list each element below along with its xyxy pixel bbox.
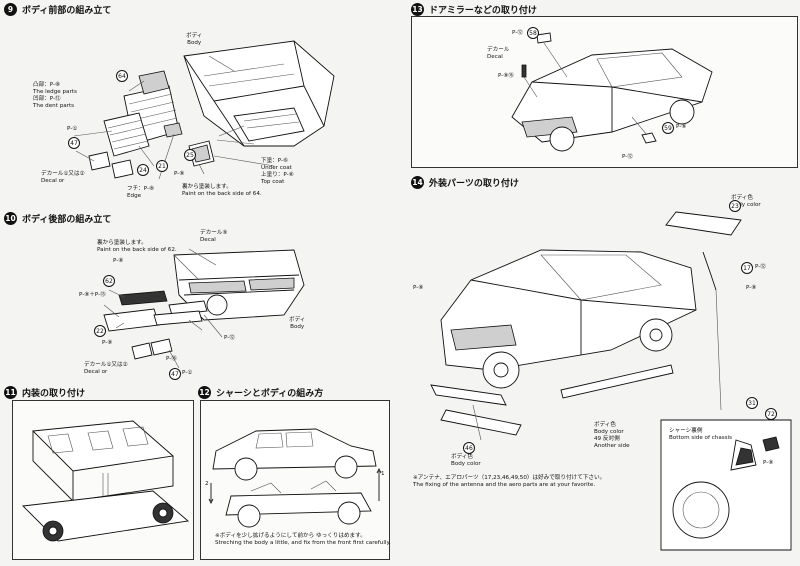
part-25: 25 — [184, 149, 196, 161]
step-9-header: 9 ボディ前部の組み立て — [4, 3, 111, 16]
p8b-label: P-⑧ — [413, 285, 424, 291]
step-12-panel: 2 1 ※ボディを少し拡げるようにして前から ゆっくりはめます。Strechin… — [200, 400, 391, 560]
step-13-header: 13 ドアミラーなどの取り付け — [411, 3, 537, 16]
step-title: ボディ後部の組み立て — [22, 215, 112, 225]
back-paint-label: 裏から塗装します。Paint on the back side of 62. — [97, 240, 177, 253]
step-12-illustration — [208, 428, 382, 528]
p1-label: P-① — [182, 370, 193, 376]
step-title: 内装の取り付け — [22, 389, 86, 399]
step-2-mark: 2 — [205, 481, 209, 487]
part-24: 24 — [137, 164, 149, 176]
part-46: 46 — [463, 442, 475, 454]
step-10-illustration — [103, 248, 305, 369]
part-47: 47 — [68, 137, 80, 149]
step-10-header: 10 ボディ後部の組み立て — [4, 212, 111, 225]
part-64: 64 — [116, 70, 128, 82]
p8-p13-label: P-⑧＋P-⑬ — [79, 292, 106, 298]
step-11-illustration — [22, 420, 190, 542]
back-paint-label: 裏から塗装します。Paint on the back side of 64. — [182, 184, 262, 197]
p8-label: P-⑧ — [174, 171, 185, 177]
p1-label: P-① — [67, 126, 78, 132]
step-14-illustration — [430, 211, 792, 551]
part-62: 62 — [103, 275, 115, 287]
p12-label: P-⑫ — [512, 30, 523, 36]
step-number: 13 — [411, 3, 424, 16]
part-31: 31 — [746, 397, 758, 409]
step-14-header: 14 外装パーツの取り付け — [411, 176, 519, 189]
part-23: 23 — [729, 200, 741, 212]
step-1-mark: 1 — [381, 471, 385, 477]
step-number: 10 — [4, 212, 17, 225]
part-47: 47 — [169, 368, 181, 380]
step-number: 9 — [4, 3, 17, 16]
p12-label: P-⑫ — [224, 335, 235, 341]
step-title: ドアミラーなどの取り付け — [429, 6, 537, 16]
step-title: 外装パーツの取り付け — [429, 179, 519, 189]
step-13-illustration — [511, 32, 713, 152]
p8-label: P-⑧ — [746, 285, 757, 291]
aero-note: ※アンテナ、エアロパーツ（17,23,46,49,50）は好みで取り付けて下さい… — [413, 475, 606, 488]
part-21: 21 — [156, 160, 168, 172]
part-59: 59 — [662, 122, 674, 134]
part-17: 17 — [741, 262, 753, 274]
step-title: シャーシとボディの組み方 — [216, 389, 324, 399]
p12-label: P-⑫ — [755, 264, 766, 270]
p66-label: P-⑧⑯ — [498, 73, 514, 79]
part-58: 58 — [527, 27, 539, 39]
step-number: 14 — [411, 176, 424, 189]
step-number: 11 — [4, 386, 17, 399]
p8-label: P-⑧ — [113, 258, 124, 264]
assembly-note: ※ボディを少し拡げるようにして前から ゆっくりはめます。Streching th… — [215, 533, 391, 546]
p8c-label: P-⑧ — [102, 340, 113, 346]
step-title: ボディ前部の組み立て — [22, 6, 112, 16]
p12b-label: P-⑫ — [622, 154, 633, 160]
part-72: 72 — [765, 408, 777, 420]
part-22: 22 — [94, 325, 106, 337]
p8c-label: P-⑧ — [763, 460, 774, 466]
p8-label: P-⑧ — [676, 124, 687, 130]
step-number: 12 — [198, 386, 211, 399]
step-9-illustration — [73, 40, 335, 180]
step-11-header: 11 内装の取り付け — [4, 386, 85, 399]
step-11-panel — [12, 400, 194, 560]
p56-label: P-⑯ — [166, 356, 177, 362]
step-12-header: 12 シャーシとボディの組み方 — [198, 386, 323, 399]
